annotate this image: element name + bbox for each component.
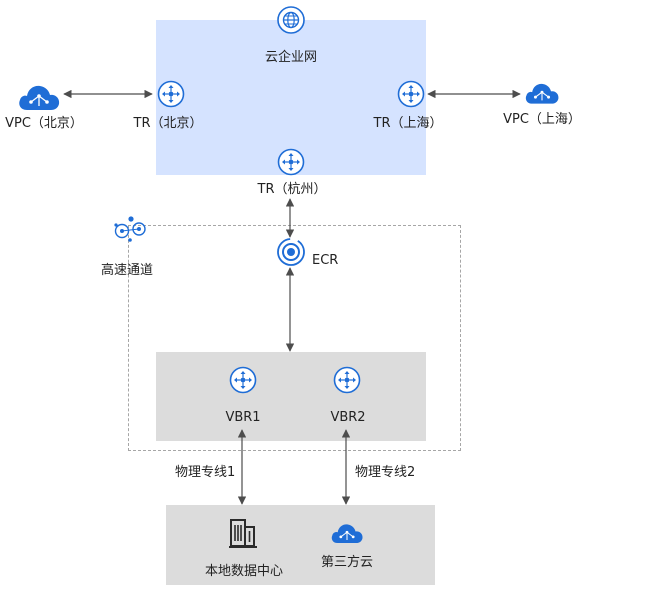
ecr-icon <box>277 238 305 266</box>
cloud-icon <box>525 83 559 104</box>
router-icon <box>229 366 257 394</box>
high-speed-label: 高速通道 <box>101 263 154 278</box>
hub-icon <box>114 216 146 242</box>
globe-icon <box>277 6 305 34</box>
onprem-region <box>166 505 435 585</box>
vbr-region <box>156 352 426 441</box>
line2-label: 物理专线2 <box>355 465 416 480</box>
cloud-icon <box>19 85 60 110</box>
ecr-label: ECR <box>312 253 339 268</box>
vpc-beijing-label: VPC（北京） <box>5 116 83 131</box>
router-icon <box>397 80 425 108</box>
idc-label: 本地数据中心 <box>204 564 284 579</box>
cloud-icon <box>331 524 363 544</box>
line1-label: 物理专线1 <box>175 465 236 480</box>
tr-beijing-label: TR（北京） <box>133 116 203 131</box>
tr-shanghai-label: TR（上海） <box>373 116 443 131</box>
vbr1-label: VBR1 <box>225 410 261 425</box>
third-cloud-label: 第三方云 <box>320 555 374 570</box>
cen-label: 云企业网 <box>264 50 318 65</box>
tr-hangzhou-label: TR（杭州） <box>257 182 327 197</box>
high-speed-channel-region <box>128 225 461 451</box>
building-icon <box>229 519 257 548</box>
router-icon <box>157 80 185 108</box>
router-icon <box>277 148 305 176</box>
vpc-shanghai-label: VPC（上海） <box>503 112 581 127</box>
router-icon <box>333 366 361 394</box>
vbr2-label: VBR2 <box>330 410 366 425</box>
